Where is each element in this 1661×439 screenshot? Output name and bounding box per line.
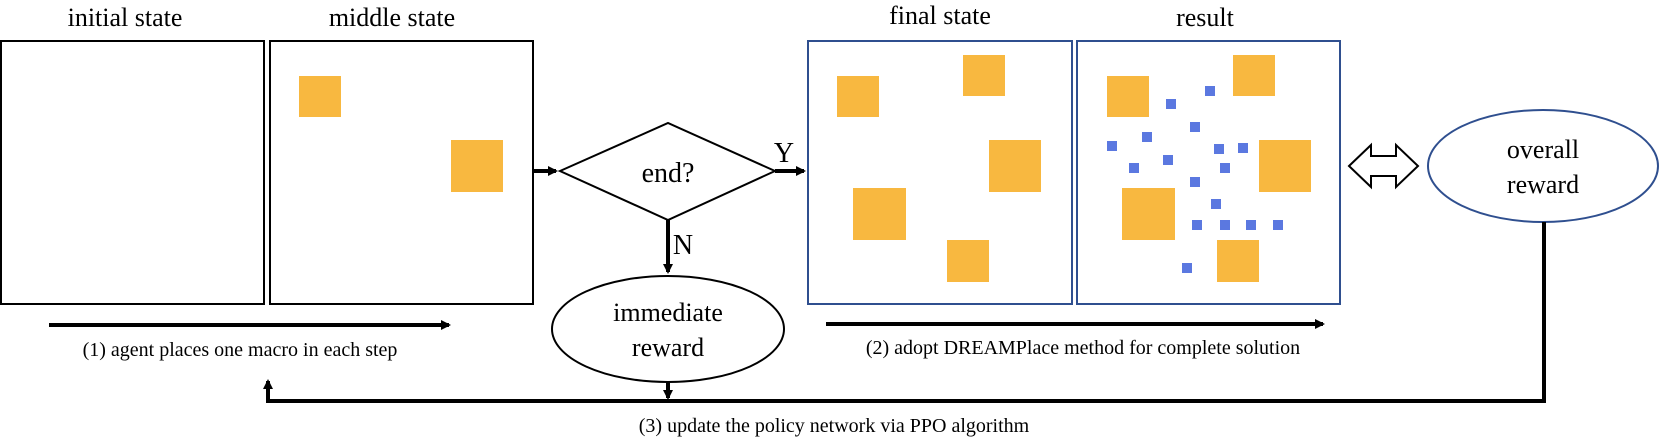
standard-cell (1220, 163, 1230, 173)
macro-block (451, 140, 503, 192)
middle-state-title: middle state (329, 3, 455, 32)
result-title: result (1176, 3, 1235, 32)
standard-cell (1107, 141, 1117, 151)
macro-block (963, 55, 1005, 96)
no-label: N (673, 230, 693, 261)
standard-cell (1238, 143, 1248, 153)
macro-block (1217, 240, 1259, 282)
macro-block (1107, 76, 1149, 117)
standard-cell (1190, 122, 1200, 132)
standard-cell (1142, 132, 1152, 142)
macro-block (837, 76, 879, 117)
double-headed-arrow-icon (1347, 142, 1420, 190)
final-state-title: final state (889, 1, 991, 30)
macro-block (299, 76, 341, 117)
standard-cell (1190, 177, 1200, 187)
yes-label: Y (774, 138, 794, 169)
macro-block (1259, 140, 1311, 192)
standard-cell (1273, 220, 1283, 230)
overall-reward-line2: reward (1507, 170, 1579, 199)
immediate-reward-ellipse (551, 275, 785, 383)
overall-reward-ellipse (1427, 109, 1659, 223)
standard-cell (1192, 220, 1202, 230)
standard-cells (1107, 86, 1283, 273)
macro-block (947, 240, 989, 282)
standard-cell (1246, 220, 1256, 230)
step2-caption: (2) adopt DREAMPlace method for complete… (866, 337, 1300, 359)
initial-state-panel (0, 40, 265, 305)
macro-block (853, 188, 906, 240)
overall-reward-line1: overall (1507, 135, 1579, 164)
decision-label: end? (642, 158, 695, 189)
step1-caption: (1) agent places one macro in each step (83, 339, 398, 361)
standard-cell (1214, 144, 1224, 154)
standard-cell (1182, 263, 1192, 273)
standard-cell (1220, 220, 1230, 230)
macro-block (989, 140, 1041, 192)
macro-block (1122, 188, 1175, 240)
standard-cell (1163, 155, 1173, 165)
standard-cell (1211, 199, 1221, 209)
step3-caption: (3) update the policy network via PPO al… (639, 415, 1030, 437)
standard-cell (1166, 99, 1176, 109)
standard-cell (1129, 163, 1139, 173)
immediate-reward-line1: immediate (613, 298, 723, 327)
macro-block (1233, 55, 1275, 96)
initial-state-title: initial state (68, 3, 183, 32)
standard-cell (1205, 86, 1215, 96)
immediate-reward-line2: reward (632, 333, 704, 362)
